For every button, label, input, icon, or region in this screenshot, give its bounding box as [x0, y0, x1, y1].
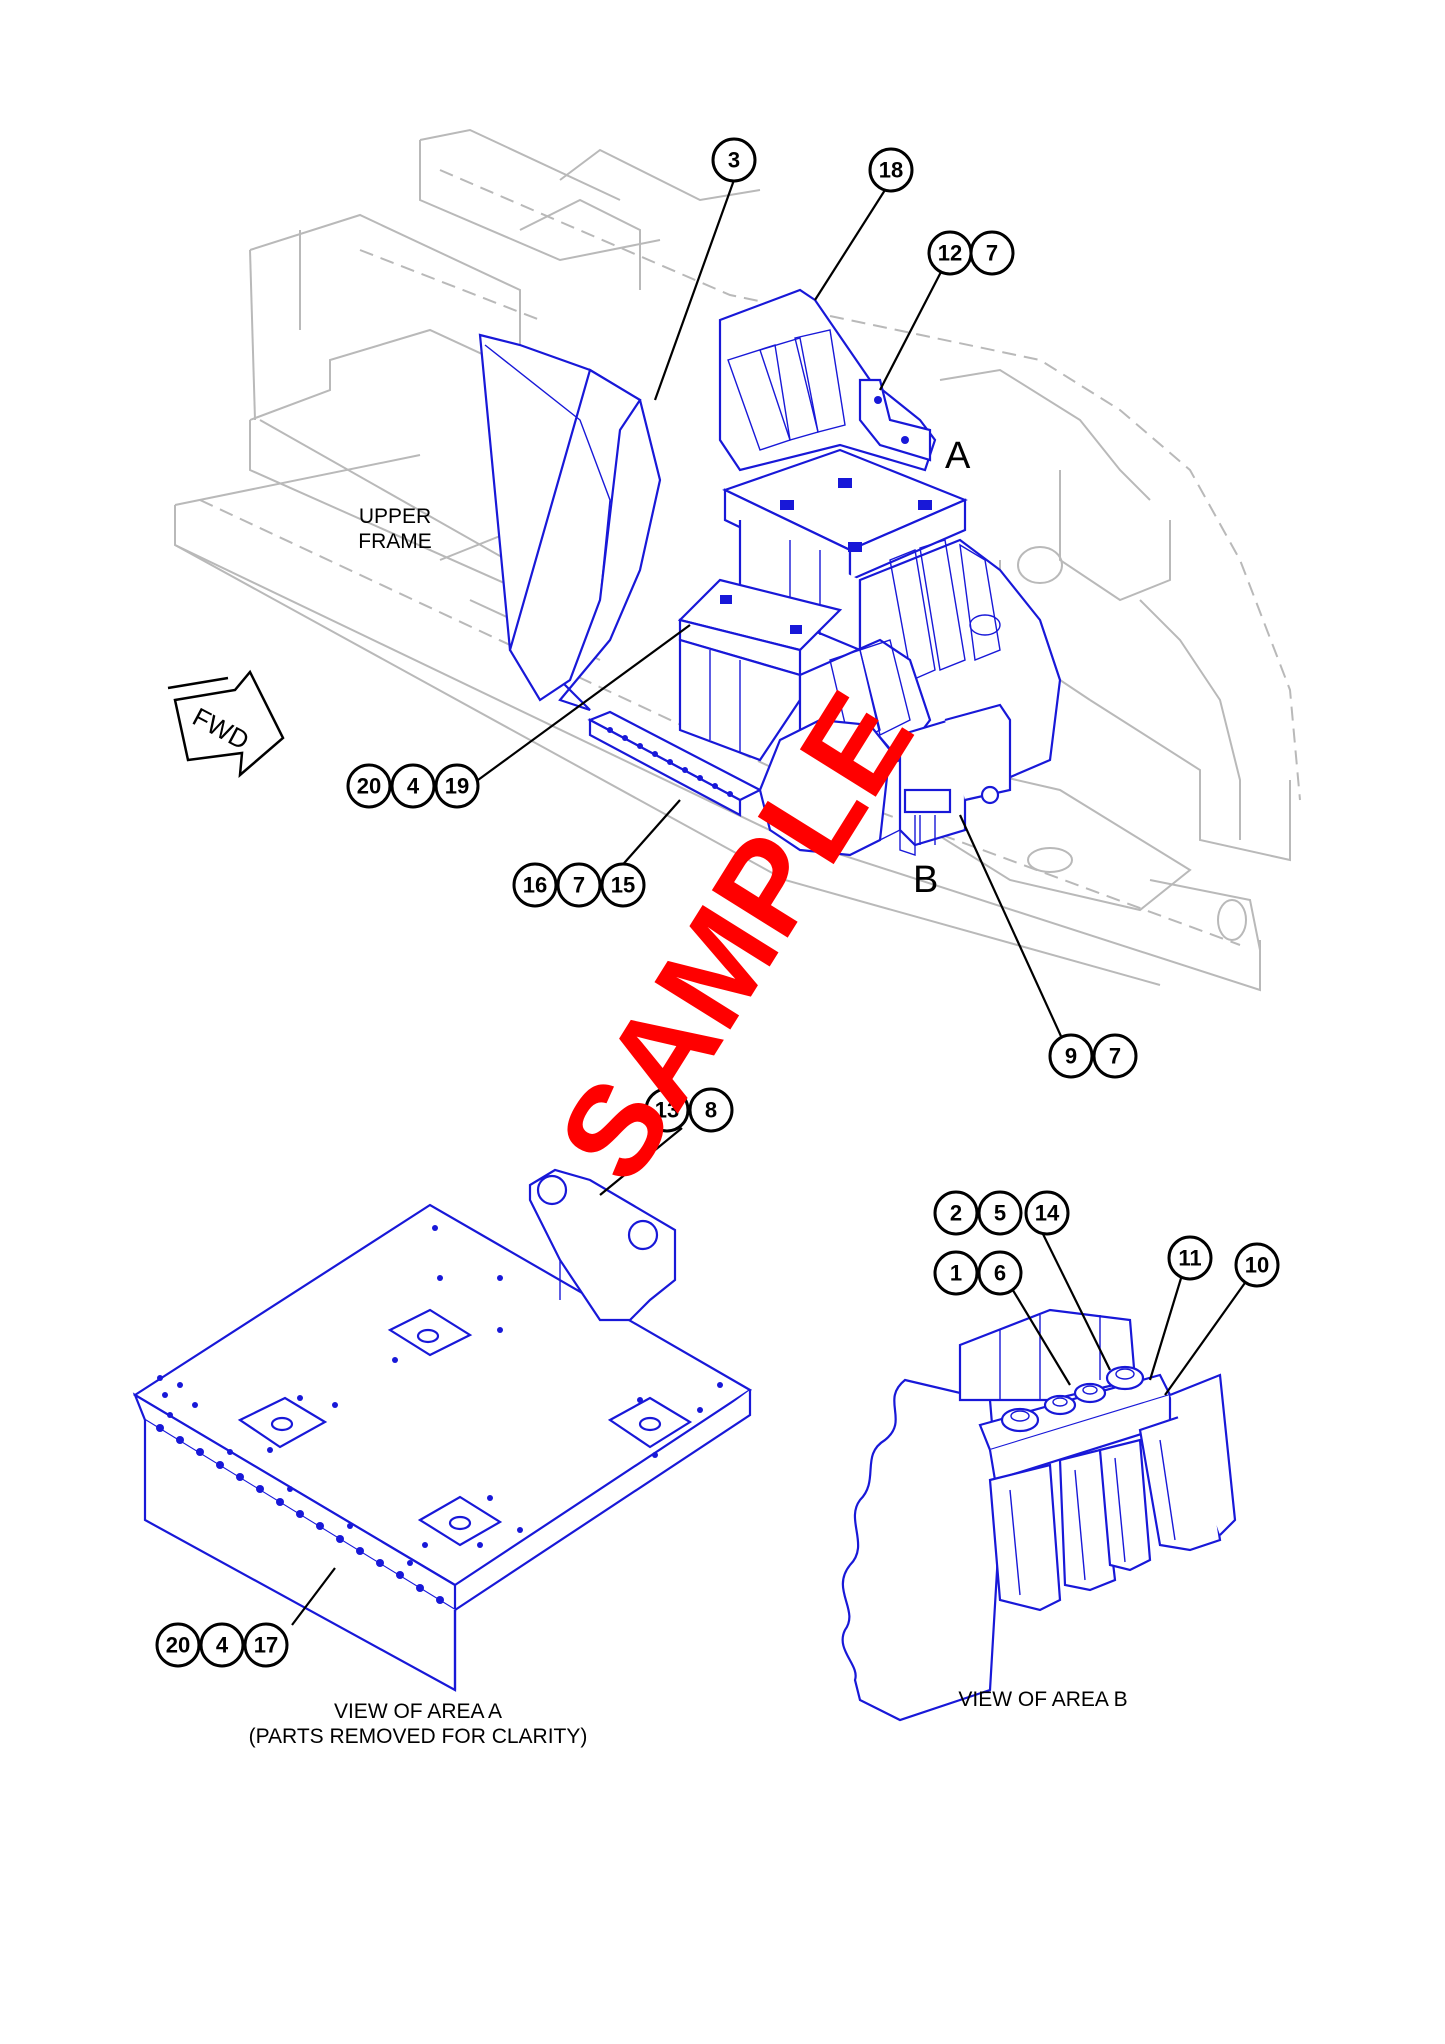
upper-frame-label-line1: UPPER [359, 505, 431, 528]
callout-7: 7 [1092, 1033, 1138, 1079]
svg-text:11: 11 [1178, 1246, 1201, 1271]
callout-3: 3 [711, 137, 757, 183]
svg-text:4: 4 [216, 1633, 229, 1658]
svg-text:13: 13 [655, 1098, 679, 1123]
callout-20: 20 [155, 1622, 201, 1668]
callout-4: 4 [390, 763, 436, 809]
svg-text:4: 4 [407, 774, 420, 799]
area-b-detail [841, 1308, 1237, 1722]
callout-20: 20 [346, 763, 392, 809]
area-a-front-holes [156, 1412, 444, 1604]
upper-frame-outline [174, 128, 1301, 992]
svg-text:18: 18 [879, 158, 903, 183]
svg-text:19: 19 [445, 774, 469, 799]
svg-text:16: 16 [523, 873, 547, 898]
callout-13: 13 [644, 1087, 690, 1133]
callout-6: 6 [977, 1250, 1023, 1296]
svg-text:20: 20 [357, 774, 381, 799]
callout-18: 18 [868, 147, 914, 193]
fwd-arrow-icon: FWD [167, 669, 285, 778]
svg-text:7: 7 [986, 241, 998, 266]
callout-16: 16 [512, 862, 558, 908]
view-b-title: VIEW OF AREA B [958, 1688, 1127, 1711]
rail-holes [607, 727, 733, 797]
area-b-letter: B [913, 859, 938, 901]
svg-text:2: 2 [950, 1201, 962, 1226]
svg-text:10: 10 [1245, 1253, 1269, 1278]
svg-text:8: 8 [705, 1098, 717, 1123]
area-a-holes [157, 1225, 723, 1548]
view-a-title: VIEW OF AREA A [334, 1700, 502, 1723]
callout-7: 7 [556, 862, 602, 908]
callout-10: 10 [1234, 1242, 1280, 1288]
tank-assembly [478, 288, 1062, 857]
callout-7: 7 [969, 230, 1015, 276]
callout-9: 9 [1048, 1033, 1094, 1079]
callout-15: 15 [600, 862, 646, 908]
callout-1: 1 [933, 1250, 979, 1296]
svg-text:3: 3 [728, 148, 740, 173]
callout-5: 5 [977, 1190, 1023, 1236]
callout-4: 4 [199, 1622, 245, 1668]
callout-14: 14 [1024, 1190, 1070, 1236]
svg-text:15: 15 [611, 873, 635, 898]
area-a-letter: A [945, 435, 971, 477]
svg-text:7: 7 [573, 873, 585, 898]
callout-2: 2 [933, 1190, 979, 1236]
svg-text:5: 5 [994, 1201, 1006, 1226]
svg-text:14: 14 [1035, 1201, 1060, 1226]
callout-12: 12 [927, 230, 973, 276]
callout-11: 11 [1167, 1235, 1213, 1281]
svg-text:6: 6 [994, 1261, 1006, 1286]
svg-text:20: 20 [166, 1633, 190, 1658]
svg-text:12: 12 [938, 241, 962, 266]
area-a-detail [132, 1168, 753, 1692]
svg-text:7: 7 [1109, 1044, 1121, 1069]
svg-text:1: 1 [950, 1261, 962, 1286]
leader-lines [291, 179, 1248, 1626]
callout-19: 19 [434, 763, 480, 809]
upper-frame-label-line2: FRAME [358, 530, 432, 553]
svg-text:9: 9 [1065, 1044, 1077, 1069]
svg-text:17: 17 [254, 1633, 278, 1658]
callout-17: 17 [243, 1622, 289, 1668]
callout-8: 8 [688, 1087, 734, 1133]
view-a-subtitle: (PARTS REMOVED FOR CLARITY) [249, 1725, 588, 1748]
